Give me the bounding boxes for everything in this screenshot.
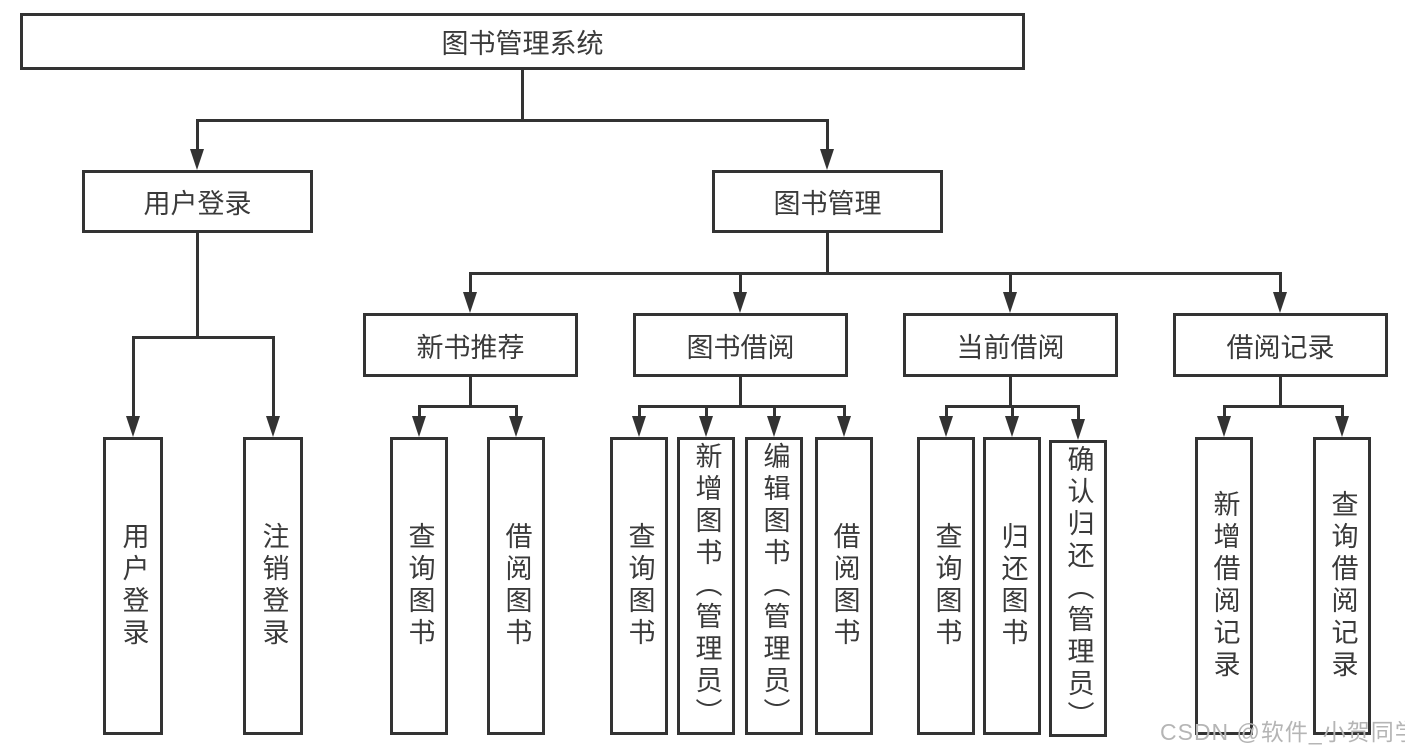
connector-root-drop-left — [196, 119, 199, 150]
connector-borrow-drop-1 — [638, 405, 641, 417]
node-label: 注销登录 — [258, 522, 289, 650]
arrow-down-icon — [767, 416, 781, 437]
connector-record-stem — [1279, 377, 1282, 406]
node-label: 借阅记录 — [1226, 332, 1335, 363]
connector-root-stem — [521, 70, 524, 119]
connector-login-stem — [196, 233, 199, 337]
arrow-down-icon — [266, 416, 280, 437]
connector-login-drop-1 — [132, 336, 135, 417]
connector-record-hbar — [1223, 405, 1343, 408]
connector-root-hbar — [196, 119, 829, 122]
node-borrow-book-newrec: 借阅图书 — [487, 437, 545, 735]
connector-record-drop-2 — [1341, 405, 1344, 417]
node-edit-book-admin: 编辑图书（管理员） — [745, 437, 803, 735]
node-root-system: 图书管理系统 — [20, 13, 1025, 70]
node-label: 确认归还（管理员） — [1063, 444, 1094, 733]
arrow-down-icon — [1005, 416, 1019, 437]
connector-mgmt-drop-4 — [1279, 272, 1282, 293]
arrow-down-icon — [820, 149, 834, 170]
connector-mgmt-hbar — [469, 272, 1281, 275]
connector-mgmt-drop-1 — [469, 272, 472, 293]
connector-newbook-drop-1 — [418, 405, 421, 417]
connector-newbook-hbar — [418, 405, 517, 408]
arrow-down-icon — [837, 416, 851, 437]
connector-current-drop-1 — [945, 405, 948, 417]
node-user-login: 用户登录 — [103, 437, 163, 735]
connector-login-hbar — [132, 336, 274, 339]
connector-borrow-drop-4 — [843, 405, 846, 417]
node-label: 当前借阅 — [956, 332, 1065, 363]
arrow-down-icon — [1003, 292, 1017, 313]
node-label: 编辑图书（管理员） — [759, 442, 790, 730]
arrow-down-icon — [1217, 416, 1231, 437]
node-label: 用户登录 — [143, 189, 252, 219]
node-label: 图书管理系统 — [441, 29, 604, 59]
node-user-login-module: 用户登录 — [82, 170, 313, 233]
connector-borrow-drop-2 — [705, 405, 708, 417]
node-label: 借阅图书 — [501, 522, 532, 650]
node-label: 查询图书 — [624, 522, 655, 650]
arrow-down-icon — [1335, 416, 1349, 437]
connector-newbook-stem — [469, 377, 472, 406]
node-label: 图书管理 — [773, 189, 882, 219]
arrow-down-icon — [1071, 419, 1085, 440]
node-add-book-admin: 新增图书（管理员） — [677, 437, 735, 735]
node-query-book-newrec: 查询图书 — [390, 437, 448, 735]
connector-current-drop-2 — [1011, 405, 1014, 417]
node-query-book-current: 查询图书 — [917, 437, 975, 735]
node-label: 查询借阅记录 — [1327, 490, 1358, 682]
node-borrowing-records: 借阅记录 — [1173, 313, 1388, 377]
node-logout-login: 注销登录 — [243, 437, 303, 735]
node-add-borrow-record: 新增借阅记录 — [1195, 437, 1253, 735]
csdn-watermark: CSDN @软件_小贺同学 — [1160, 719, 1405, 745]
node-query-book-borrow: 查询图书 — [610, 437, 668, 735]
arrow-down-icon — [509, 416, 523, 437]
arrow-down-icon — [463, 292, 477, 313]
arrow-down-icon — [632, 416, 646, 437]
node-label: 新增图书（管理员） — [691, 442, 722, 730]
connector-current-stem — [1009, 377, 1012, 406]
node-borrow-book: 借阅图书 — [815, 437, 873, 735]
node-label: 用户登录 — [118, 522, 149, 650]
node-label: 图书借阅 — [686, 332, 795, 363]
node-label: 查询图书 — [404, 522, 435, 650]
node-current-borrowing: 当前借阅 — [903, 313, 1118, 377]
node-query-borrow-record: 查询借阅记录 — [1313, 437, 1371, 735]
connector-newbook-drop-2 — [515, 405, 518, 417]
arrow-down-icon — [939, 416, 953, 437]
arrow-down-icon — [1273, 292, 1287, 313]
connector-mgmt-drop-2 — [739, 272, 742, 293]
connector-login-drop-2 — [272, 336, 275, 417]
connector-current-drop-3 — [1077, 405, 1080, 420]
node-label: 归还图书 — [997, 522, 1028, 650]
arrow-down-icon — [412, 416, 426, 437]
connector-borrow-hbar — [638, 405, 845, 408]
arrow-down-icon — [190, 149, 204, 170]
node-book-borrowing: 图书借阅 — [633, 313, 848, 377]
connector-record-drop-1 — [1223, 405, 1226, 417]
node-return-book: 归还图书 — [983, 437, 1041, 735]
connector-borrow-drop-3 — [773, 405, 776, 417]
node-confirm-return-admin: 确认归还（管理员） — [1049, 440, 1107, 737]
node-label: 新书推荐 — [416, 332, 525, 363]
arrow-down-icon — [699, 416, 713, 437]
node-label: 借阅图书 — [829, 522, 860, 650]
connector-mgmt-stem — [826, 233, 829, 274]
connector-mgmt-drop-3 — [1009, 272, 1012, 293]
node-label: 查询图书 — [931, 522, 962, 650]
node-label: 新增借阅记录 — [1209, 490, 1240, 682]
arrow-down-icon — [126, 416, 140, 437]
connector-borrow-stem — [739, 377, 742, 406]
arrow-down-icon — [733, 292, 747, 313]
connector-root-drop-right — [826, 119, 829, 150]
node-book-management-module: 图书管理 — [712, 170, 943, 233]
node-new-book-recommend: 新书推荐 — [363, 313, 578, 377]
